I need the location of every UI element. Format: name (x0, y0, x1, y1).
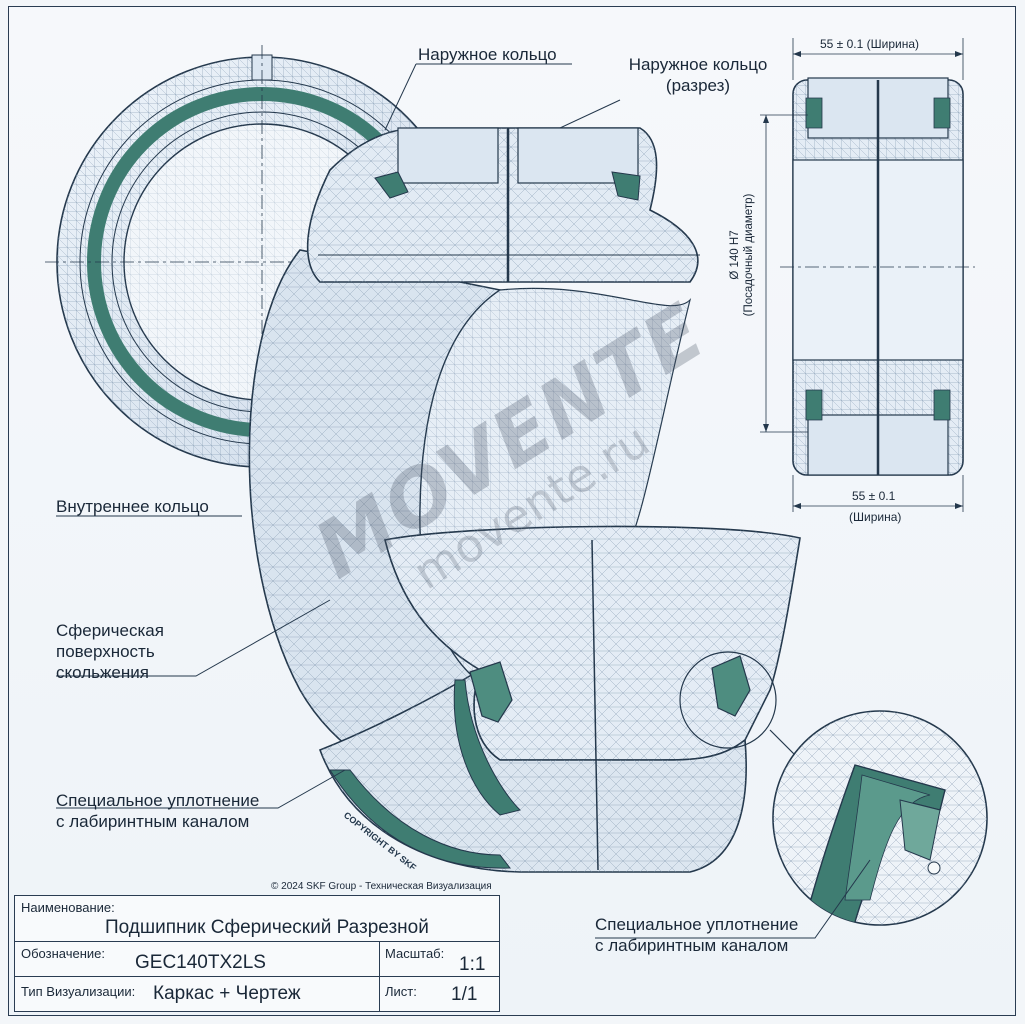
label-outer-ring-section-line1: Наружное кольцо (628, 55, 768, 74)
label-outer-ring: Наружное кольцо (418, 45, 557, 64)
tb-row-designation (15, 941, 499, 976)
label-outer-ring-section-line2: (разрез) (665, 76, 731, 95)
label-detail-seal-line1: Специальное уплотнение (595, 915, 799, 934)
dim-diameter-line2: (Посадочный диаметр) (743, 193, 755, 317)
tb-divider (379, 941, 380, 1011)
tb-designation-value: GEC140TX2LS (135, 952, 266, 973)
leader-lines (56, 63, 871, 939)
dim-diameter-line1: Ø 140 H7 (729, 230, 741, 280)
label-spherical-line3: скольжения (56, 663, 149, 682)
tb-name-value: Подшипник Сферический Разрезной (105, 917, 429, 938)
dim-diameter: Ø 140 H7 (Посадочный диаметр) (728, 180, 756, 330)
label-spherical-surface: Сферическая поверхность скольжения (56, 620, 164, 683)
dim-width-bottom-value: 55 ± 0.1 (852, 489, 896, 503)
label-inner-ring: Внутреннее кольцо (56, 497, 209, 516)
tb-sheet-value: 1/1 (451, 984, 478, 1005)
tb-scale-value: 1:1 (459, 954, 486, 975)
section-view (760, 38, 975, 512)
label-spherical-line2: поверхность (56, 642, 155, 661)
dim-width-top: 55 ± 0.1 (Ширина) (820, 37, 919, 51)
label-outer-ring-section: Наружное кольцо (разрез) (618, 54, 778, 96)
label-seal: Специальное уплотнение с лабиринтным кан… (56, 790, 259, 832)
tb-vis-type-value: Каркас + Чертеж (153, 983, 301, 1004)
seal-detail-view (772, 710, 988, 926)
tb-scale-label: Масштаб: (385, 946, 445, 961)
label-seal-line1: Специальное уплотнение (56, 791, 260, 810)
tb-sheet-label: Лист: (385, 984, 417, 999)
tb-vis-type-label: Тип Визуализации: (21, 984, 136, 999)
copyright-text: © 2024 SKF Group - Техническая Визуализа… (271, 881, 492, 892)
label-seal-line2: с лабиринтным каналом (56, 812, 250, 831)
bearing-3d-view (248, 127, 801, 873)
dim-width-bottom-label: (Ширина) (849, 510, 902, 524)
title-block: Наименование: Подшипник Сферический Разр… (14, 895, 500, 1012)
label-detail-seal-line2: с лабиринтным каналом (595, 936, 789, 955)
tb-row-vis-type (15, 976, 499, 1012)
tb-designation-label: Обозначение: (21, 946, 106, 961)
tb-name-label: Наименование: (21, 900, 115, 915)
label-spherical-line1: Сферическая (56, 621, 164, 640)
label-detail-seal: Специальное уплотнение с лабиринтным кан… (595, 914, 798, 956)
